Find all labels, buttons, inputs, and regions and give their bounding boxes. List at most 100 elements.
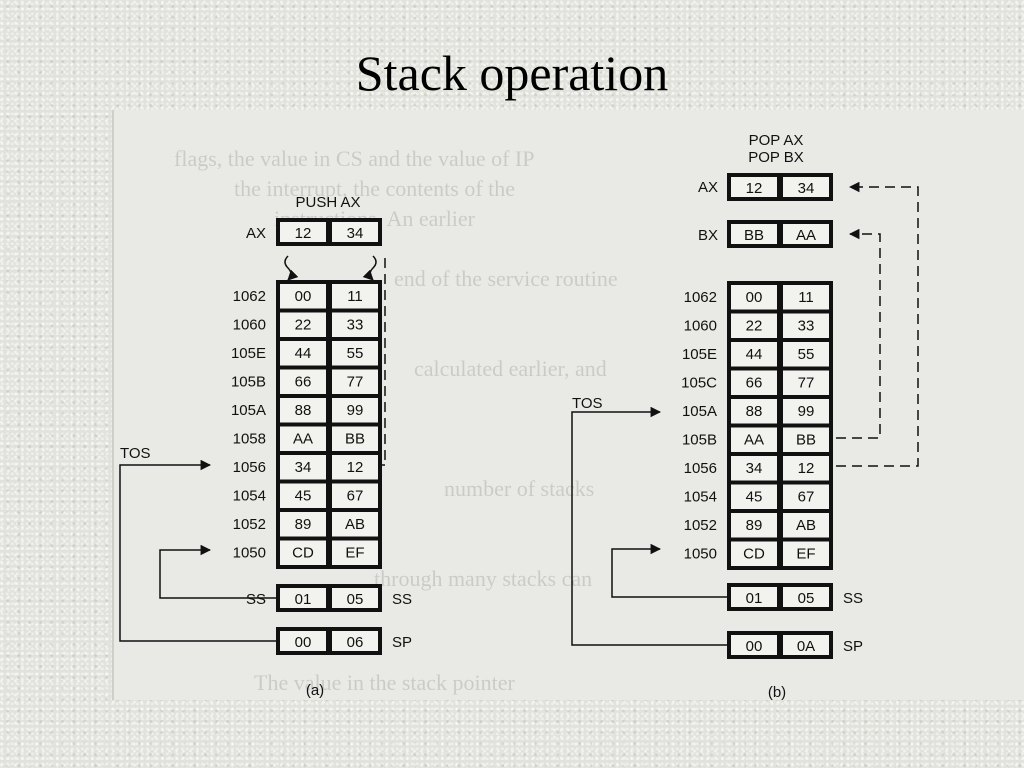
stack-cell-low <box>332 426 378 451</box>
ss-to-base-arrow-a <box>159 544 276 599</box>
stack-address: 105E <box>682 346 717 363</box>
scanned-figure-background: flags, the value in CS and the value of … <box>112 110 1024 700</box>
ax-low-byte: 34 <box>347 225 364 242</box>
pop-ax-heading: POP AX <box>749 132 804 149</box>
stack-cell-high <box>731 399 777 424</box>
stack-cell-low <box>332 483 378 508</box>
stack-cell-high <box>280 341 326 366</box>
stack-address: 1056 <box>684 460 717 477</box>
stack-low-byte: 55 <box>347 345 364 362</box>
stack-cell-high <box>731 370 777 395</box>
stack-high-byte: 45 <box>746 489 763 506</box>
tos-label-a: TOS <box>120 445 151 462</box>
stack-cell-low <box>332 284 378 309</box>
stack-low-byte: 33 <box>347 317 364 334</box>
bleed-through-text: number of stacks <box>444 476 595 501</box>
bx-low-byte: AA <box>796 227 816 244</box>
slide-title: Stack operation <box>355 45 669 101</box>
sp-high-byte: 00 <box>295 634 312 651</box>
stack-high-byte: 22 <box>746 318 763 335</box>
sp-register-b: 00 0A <box>727 631 833 659</box>
stack-high-byte: CD <box>743 546 765 563</box>
stack-low-byte: 55 <box>798 346 815 363</box>
push-ax-heading: PUSH AX <box>295 194 360 211</box>
stack-high-byte: 89 <box>746 517 763 534</box>
stack-address: 1050 <box>684 546 717 563</box>
sp-label-b: SP <box>843 638 863 655</box>
stack-low-byte: BB <box>345 431 365 448</box>
push-arrow-low-byte <box>362 255 377 281</box>
stack-low-byte: 67 <box>798 489 815 506</box>
stack-low-byte: 11 <box>347 288 363 305</box>
ss-register-a: 01 05 <box>276 584 382 612</box>
stack-high-byte: 34 <box>295 459 312 476</box>
pop-ax-dashed-arrow <box>836 181 919 467</box>
stack-cell-low <box>332 540 378 565</box>
stack-low-byte: EF <box>796 546 815 563</box>
stack-address: 1056 <box>233 459 266 476</box>
stack-cell-high <box>731 541 777 566</box>
stack-cell-low <box>783 484 829 509</box>
stack-cell-high <box>731 285 777 310</box>
stack-cell-low <box>332 312 378 337</box>
stack-low-byte: 12 <box>347 459 364 476</box>
stack-cell-high <box>280 369 326 394</box>
stack-address: 1062 <box>684 289 717 306</box>
caption-b: (b) <box>768 684 786 701</box>
stack-cell-high <box>731 342 777 367</box>
stack-high-byte: 00 <box>746 289 763 306</box>
stack-cell-low <box>783 427 829 452</box>
stack-low-byte: 67 <box>347 488 364 505</box>
stack-address: 1054 <box>684 489 717 506</box>
stack-high-byte: 34 <box>746 460 763 477</box>
stack-address: 1054 <box>233 488 266 505</box>
stack-address: 105B <box>682 432 717 449</box>
sp-low-byte-b: 0A <box>797 638 815 655</box>
stack-address: 1050 <box>233 545 266 562</box>
stack-cell-low <box>332 341 378 366</box>
ss-high-byte: 01 <box>295 591 312 608</box>
stack-low-byte: AB <box>345 516 365 533</box>
sp-low-byte: 06 <box>347 634 364 651</box>
stack-cell-low <box>332 455 378 480</box>
stack-low-byte: 33 <box>798 318 815 335</box>
stack-cell-high <box>731 456 777 481</box>
pop-bx-dashed-arrow <box>836 228 881 439</box>
bleed-through-text: calculated earlier, and <box>414 356 607 381</box>
stack-cell-low <box>332 369 378 394</box>
stack-cell-high <box>280 398 326 423</box>
stack-high-byte: 22 <box>295 317 312 334</box>
ss-register-label: SS <box>246 591 266 608</box>
ax-register-label: AX <box>246 225 266 242</box>
push-arrow-high-byte <box>284 255 299 281</box>
sp-label-a: SP <box>392 634 412 651</box>
stack-address: 1060 <box>233 317 266 334</box>
ax-high-byte: 12 <box>295 225 312 242</box>
sp-to-tos-arrow-b <box>571 406 727 646</box>
stack-high-byte: 44 <box>295 345 312 362</box>
stack-cell-low <box>332 512 378 537</box>
stack-cell-low <box>783 456 829 481</box>
ax-register-label-b: AX <box>698 179 718 196</box>
ax-register-b: 12 34 <box>727 173 833 201</box>
sp-high-byte-b: 00 <box>746 638 763 655</box>
stack-cell-high <box>280 312 326 337</box>
stack-address: 105E <box>231 345 266 362</box>
bleed-through-text: through many stacks can <box>374 566 593 591</box>
stack-low-byte: 12 <box>798 460 815 477</box>
bleed-through-text: flags, the value in CS and the value of … <box>174 146 535 171</box>
stack-cell-high <box>280 426 326 451</box>
ss-low-byte-b: 05 <box>798 590 815 607</box>
stack-high-byte: 00 <box>295 288 312 305</box>
stack-high-byte: 66 <box>295 374 312 391</box>
stack-cell-high <box>731 427 777 452</box>
stack-cell-low <box>783 313 829 338</box>
tos-label-b: TOS <box>572 395 603 412</box>
stack-low-byte: BB <box>796 432 816 449</box>
ss-label-b: SS <box>843 590 863 607</box>
stack-address: 1052 <box>233 516 266 533</box>
ax-high-byte-b: 12 <box>746 180 763 197</box>
stack-high-byte: AA <box>293 431 313 448</box>
